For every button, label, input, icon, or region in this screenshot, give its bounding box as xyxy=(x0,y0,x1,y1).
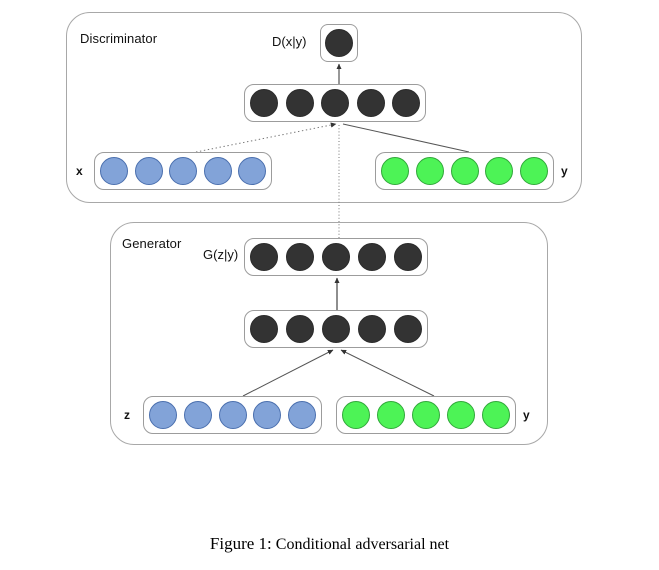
discriminator-input-x-label: x xyxy=(76,164,83,178)
node-dark xyxy=(356,89,385,117)
generator-input-y-layer xyxy=(336,396,516,434)
node-blue xyxy=(203,157,232,185)
figure-caption: Figure 1: Conditional adversarial net xyxy=(0,534,659,554)
discriminator-input-y-label: y xyxy=(561,164,568,178)
node-green xyxy=(377,401,405,429)
node-blue xyxy=(100,157,128,185)
node-green xyxy=(520,157,548,185)
node-dark xyxy=(285,89,314,117)
node-blue xyxy=(149,401,177,429)
discriminator-hidden-layer xyxy=(244,84,426,122)
node-blue xyxy=(134,157,163,185)
node-dark xyxy=(322,243,350,271)
edge-g-y-to-hidden xyxy=(340,349,435,397)
generator-input-z-layer xyxy=(143,396,322,434)
generator-output-layer xyxy=(244,238,428,276)
node-blue xyxy=(253,401,282,429)
node-green xyxy=(381,157,409,185)
node-dark xyxy=(394,315,422,343)
node-blue xyxy=(288,401,316,429)
discriminator-title: Discriminator xyxy=(80,31,158,46)
node-blue xyxy=(183,401,212,429)
node-green xyxy=(450,157,479,185)
figure-caption-text: Conditional adversarial net xyxy=(275,536,450,553)
node-green xyxy=(412,401,440,429)
node-dark xyxy=(321,89,349,117)
generator-hidden-layer xyxy=(244,310,428,348)
node-dark xyxy=(392,89,420,117)
node-dark xyxy=(322,315,350,343)
generator-title: Generator xyxy=(122,236,182,251)
node-dark xyxy=(358,315,386,343)
discriminator-input-y-layer xyxy=(375,152,554,190)
node-dark xyxy=(325,29,353,57)
node-dark xyxy=(250,243,278,271)
node-green xyxy=(482,401,510,429)
edge-d-y-to-hidden xyxy=(342,123,470,153)
node-dark xyxy=(394,243,422,271)
node-dark xyxy=(286,315,314,343)
node-blue xyxy=(238,157,266,185)
node-dark xyxy=(286,243,314,271)
generator-input-y-label: y xyxy=(523,408,530,422)
edge-g-z-to-hidden xyxy=(242,349,334,397)
generator-input-z-label: z xyxy=(124,408,130,422)
discriminator-output-node-group xyxy=(320,24,358,62)
node-dark xyxy=(250,89,278,117)
node-dark xyxy=(250,315,278,343)
node-blue xyxy=(218,401,247,429)
edge-d-x-to-hidden xyxy=(195,122,337,153)
node-green xyxy=(485,157,514,185)
discriminator-input-x-layer xyxy=(94,152,272,190)
node-blue xyxy=(169,157,197,185)
generator-output-label: G(z|y) xyxy=(203,247,239,262)
discriminator-output-label: D(x|y) xyxy=(272,34,307,49)
node-green xyxy=(415,157,444,185)
node-green xyxy=(342,401,370,429)
figure-caption-number: Figure 1: xyxy=(209,534,272,553)
node-green xyxy=(447,401,475,429)
node-dark xyxy=(358,243,386,271)
